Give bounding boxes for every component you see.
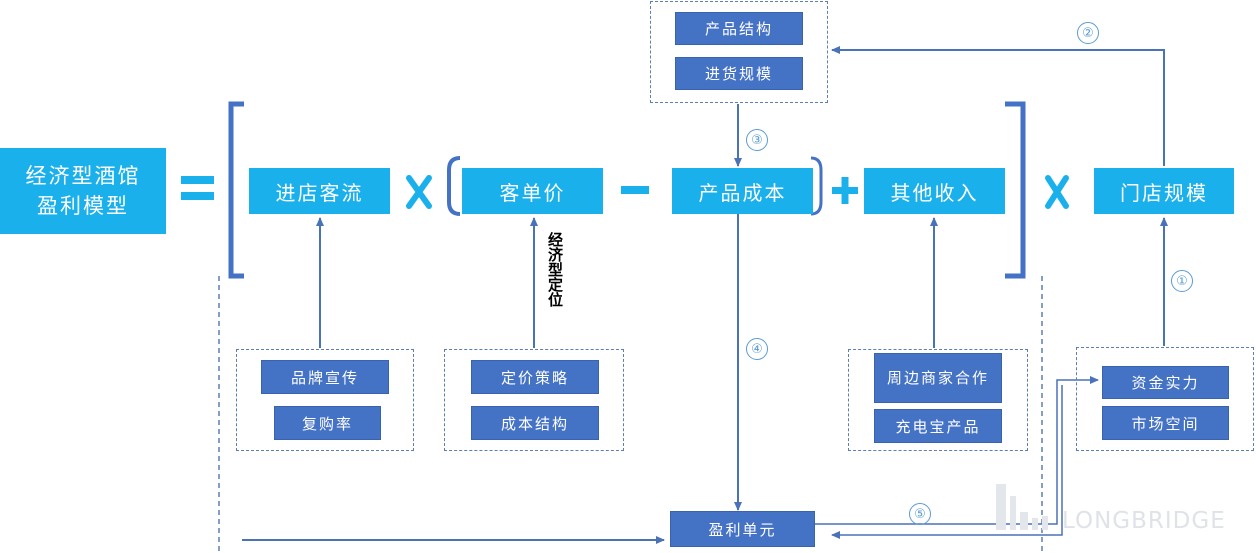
watermark-text: LONGBRIDGE <box>1062 508 1226 534</box>
model-title: 经济型酒馆 盈利模型 <box>0 148 166 234</box>
top-group-frame <box>650 1 828 103</box>
merchant-coop-box: 周边商家合作 <box>874 353 1002 403</box>
profit-unit-box: 盈利单元 <box>670 511 815 547</box>
step-5-badge: ⑤ <box>909 503 931 525</box>
capital-strength-box: 资金实力 <box>1102 366 1229 399</box>
right-small-bracket <box>810 156 823 216</box>
step-1-badge: ① <box>1171 270 1193 292</box>
other-income-box: 其他收入 <box>864 168 1005 214</box>
left-big-bracket <box>228 101 244 279</box>
minus-icon <box>621 186 649 194</box>
equals-icon <box>181 176 214 200</box>
market-space-box: 市场空间 <box>1102 406 1229 440</box>
cost-structure-box: 成本结构 <box>471 406 599 440</box>
right-big-bracket <box>1005 101 1026 279</box>
purchase-scale-box: 进货规模 <box>675 57 803 90</box>
multiply-icon <box>1045 175 1069 209</box>
repurchase-rate-box: 复购率 <box>274 406 381 440</box>
step-3-badge: ③ <box>746 129 768 151</box>
watermark-logo-icon <box>996 484 1048 530</box>
avg-price-box: 客单价 <box>462 168 603 214</box>
step-4-badge: ④ <box>746 338 768 360</box>
other-group-frame <box>848 349 1028 451</box>
traffic-box: 进店客流 <box>249 168 390 214</box>
power-bank-box: 充电宝产品 <box>874 409 1002 443</box>
step-2-badge: ② <box>1077 22 1099 44</box>
product-cost-box: 产品成本 <box>672 168 813 214</box>
pricing-group-frame <box>444 349 624 451</box>
left-small-bracket <box>447 156 461 216</box>
store-scale-box: 门店规模 <box>1094 168 1234 214</box>
product-structure-box: 产品结构 <box>675 12 803 45</box>
traffic-group-frame <box>236 349 414 451</box>
multiply-icon <box>406 175 432 209</box>
pricing-strategy-box: 定价策略 <box>471 360 599 394</box>
plus-icon <box>832 177 858 204</box>
capital-group-frame <box>1076 347 1254 451</box>
brand-promo-box: 品牌宣传 <box>261 360 389 394</box>
positioning-label: 经济型定位 <box>546 232 564 307</box>
